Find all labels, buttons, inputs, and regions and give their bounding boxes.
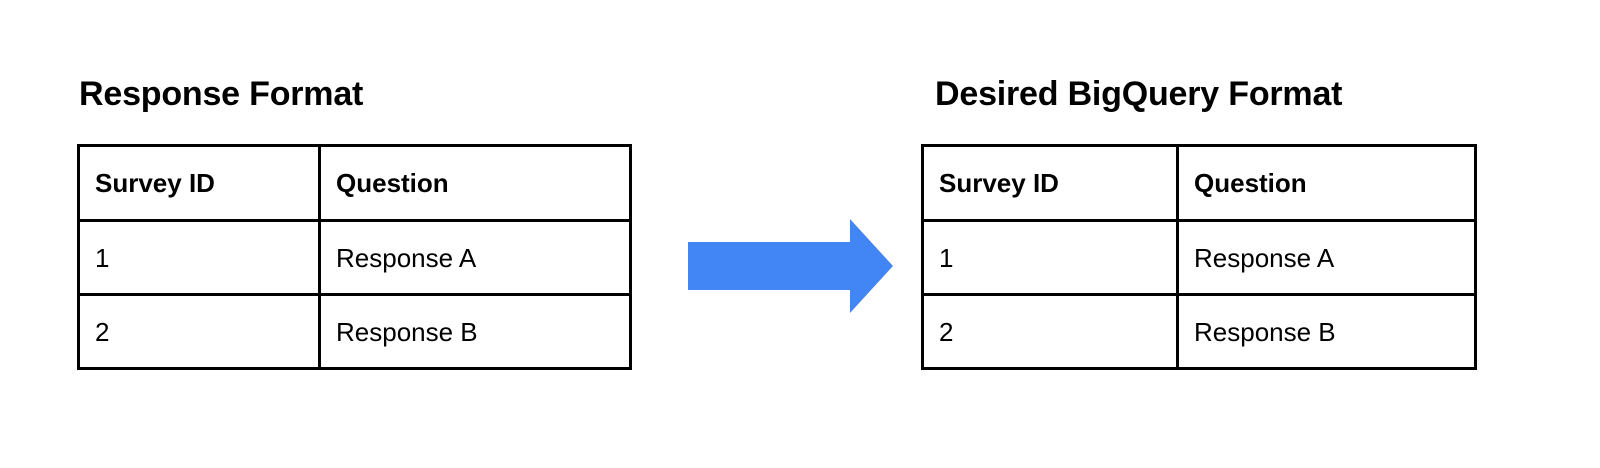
cell-survey-id: 1 <box>921 219 1179 296</box>
header-cell-question: Question <box>1176 144 1477 222</box>
header-cell-survey-id: Survey ID <box>77 144 321 222</box>
header-cell-question: Question <box>318 144 632 222</box>
cell-question: Response B <box>1176 293 1477 370</box>
cell-question: Response A <box>1176 219 1477 296</box>
bigquery-format-table: Survey ID Question 1 Response A 2 Respon… <box>921 144 1477 370</box>
cell-question: Response B <box>318 293 632 370</box>
table-row: 2 Response B <box>921 293 1477 370</box>
table-row: 1 Response A <box>77 219 632 296</box>
table-header-row: Survey ID Question <box>77 144 632 222</box>
cell-survey-id: 1 <box>77 219 321 296</box>
right-panel-title: Desired BigQuery Format <box>935 75 1343 113</box>
transformation-arrow <box>688 219 893 313</box>
arrow-right-icon <box>688 219 893 313</box>
cell-survey-id: 2 <box>921 293 1179 370</box>
table-row: 1 Response A <box>921 219 1477 296</box>
header-cell-survey-id: Survey ID <box>921 144 1179 222</box>
table-row: 2 Response B <box>77 293 632 370</box>
response-format-table: Survey ID Question 1 Response A 2 Respon… <box>77 144 632 370</box>
cell-question: Response A <box>318 219 632 296</box>
left-panel-title: Response Format <box>79 75 364 113</box>
cell-survey-id: 2 <box>77 293 321 370</box>
table-header-row: Survey ID Question <box>921 144 1477 222</box>
